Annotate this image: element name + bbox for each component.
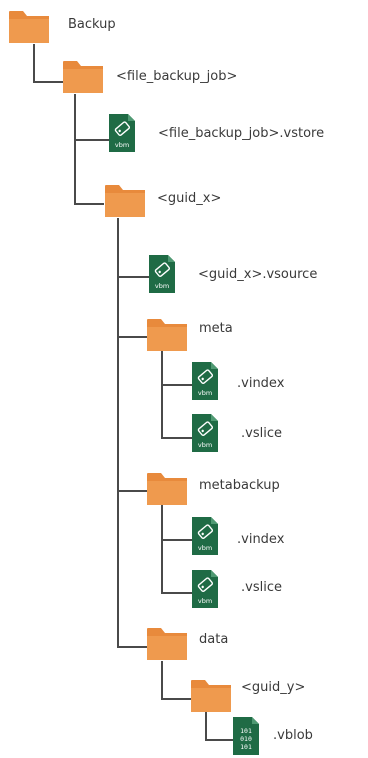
connector-line [117,646,147,648]
svg-text:010: 010 [240,735,252,743]
folder-label-data: data [199,632,229,647]
connector-line [161,539,193,541]
file-label-vslice: .vslice [241,426,282,441]
vbm-file-icon: vbm [192,362,218,400]
folder-icon [147,473,187,505]
connector-line [117,336,147,338]
connector-line [161,698,191,700]
binary-file-icon: 101 010 101 [233,717,259,755]
svg-text:vbm: vbm [115,141,129,149]
connector-line [205,739,233,741]
folder-icon [147,628,187,660]
vbm-file-icon: vbm [149,255,175,293]
file-label-vindex: .vindex [237,532,285,547]
svg-text:vbm: vbm [198,544,212,552]
folder-label-guid-x: <guid_x> [157,191,222,206]
file-label-vstore: <file_backup_job>.vstore [158,126,325,141]
svg-text:101: 101 [240,743,252,751]
connector-line [117,276,151,278]
connector-line [161,661,163,699]
folder-label-meta: meta [199,321,233,336]
folder-label-backup: Backup [68,17,116,32]
file-label-vslice: .vslice [241,580,282,595]
svg-text:101: 101 [240,727,252,735]
vbm-file-icon: vbm [192,414,218,452]
connector-line [161,351,163,438]
svg-text:vbm: vbm [198,389,212,397]
vbm-file-icon: vbm [192,517,218,555]
connector-line [117,490,147,492]
folder-icon [105,185,145,217]
connector-line [161,384,193,386]
folder-label-metabackup: metabackup [199,478,280,493]
vbm-file-icon: vbm [109,114,135,152]
connector-line [74,203,104,205]
folder-label-file-backup-job: <file_backup_job> [116,69,238,84]
connector-line [161,505,163,593]
file-label-vsource: <guid_x>.vsource [198,267,318,282]
connector-line [33,44,35,82]
connector-line [74,139,110,141]
svg-text:vbm: vbm [198,441,212,449]
svg-text:vbm: vbm [155,282,169,290]
folder-icon [9,11,49,43]
folder-icon [63,61,103,93]
connector-line [117,218,119,647]
connector-line [161,437,193,439]
connector-line [74,94,76,204]
connector-line [161,592,193,594]
folder-icon [147,319,187,351]
file-label-vblob: .vblob [273,728,313,743]
file-label-vindex: .vindex [237,376,285,391]
vbm-file-icon: vbm [192,570,218,608]
folder-icon [191,680,231,712]
folder-label-guid-y: <guid_y> [241,680,306,695]
connector-line [33,81,63,83]
svg-text:vbm: vbm [198,597,212,605]
connector-line [205,712,207,740]
